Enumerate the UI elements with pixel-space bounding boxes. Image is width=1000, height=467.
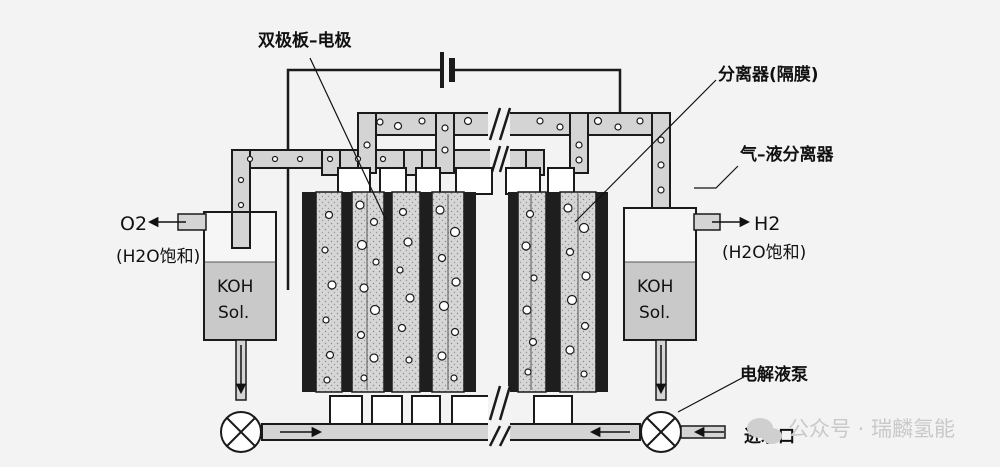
dc-power-circuit — [286, 68, 622, 290]
bipolar-plates — [302, 192, 608, 392]
left-pump-icon — [220, 411, 262, 453]
saturated-left-label: (H2O饱和) — [116, 247, 200, 267]
right-pump-icon — [640, 411, 682, 453]
wechat-icon — [747, 418, 782, 444]
chamber-bubbles — [321, 200, 591, 384]
koh-left-label-1: KOH — [217, 277, 253, 297]
o2-outlet-label: O2 — [120, 213, 147, 235]
water-inlet-pipe — [680, 425, 726, 439]
pipe-breaks — [488, 107, 512, 173]
left-separator-tank — [147, 211, 277, 401]
pipe-bubbles — [237, 116, 665, 232]
cell-stack — [302, 167, 608, 425]
koh-right-label-2: Sol. — [639, 303, 670, 323]
koh-right-label-1: KOH — [637, 277, 673, 297]
electrolyte-pump-label: 电解液泵 — [740, 364, 808, 385]
separator-label: 分离器(隔膜) — [718, 64, 819, 85]
bipolar-plate-label: 双极板–电极 — [258, 30, 352, 51]
right-separator-tank — [623, 207, 751, 401]
h2-outlet-label: H2 — [754, 213, 780, 235]
gas-liquid-separator-label: 气–液分离器 — [739, 144, 834, 165]
leader-lines — [309, 57, 743, 413]
bottom-caps — [329, 395, 573, 425]
koh-left-label-2: Sol. — [218, 303, 249, 323]
separators — [366, 194, 579, 390]
battery-icon — [440, 52, 455, 88]
watermark: 公众号 · 瑞麟氢能 — [747, 417, 955, 444]
saturated-right-label: (H2O饱和) — [722, 243, 806, 263]
watermark-text: 公众号 · 瑞麟氢能 — [788, 417, 955, 441]
upper-header-pipe — [357, 112, 671, 136]
